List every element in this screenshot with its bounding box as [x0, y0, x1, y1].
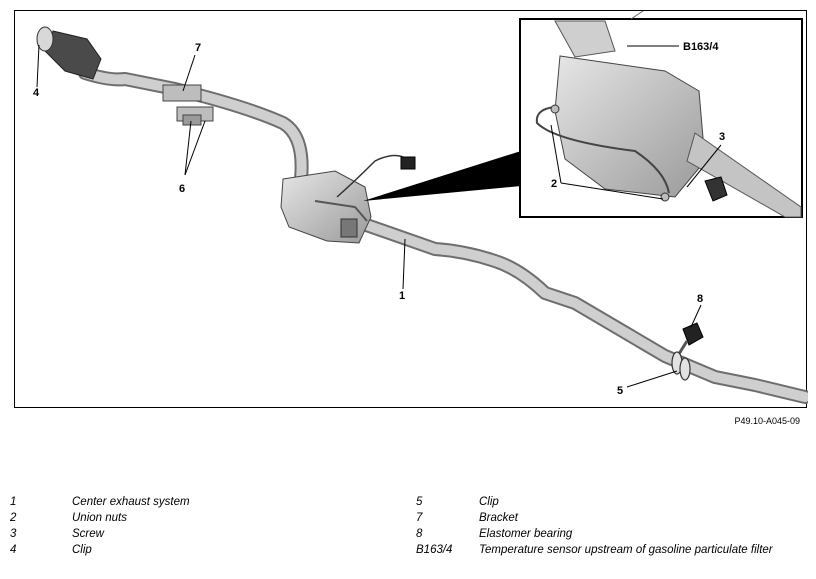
legend-number: 5 — [416, 496, 423, 508]
clip-5 — [671, 351, 691, 381]
leader-1 — [402, 238, 406, 290]
legend-item: 4 Clip — [10, 543, 390, 558]
legend-number: 1 — [10, 496, 17, 508]
legend-text: Bracket — [479, 512, 518, 524]
legend-item: 1 Center exhaust system — [10, 495, 390, 510]
callout-3: 3 — [719, 131, 725, 143]
legend-text: Clip — [479, 496, 499, 508]
leader-4 — [36, 44, 40, 88]
callout-2: 2 — [551, 178, 557, 190]
callout-5: 5 — [617, 385, 623, 397]
callout-7: 7 — [195, 42, 201, 54]
exhaust-pipe — [78, 66, 808, 404]
legend-text: Elastomer bearing — [479, 528, 573, 540]
legend-item: 2 Union nuts — [10, 511, 390, 526]
exhaust-diagram: 1 2 3 4 5 6 7 8 B163/4 — [14, 10, 808, 408]
callout-B163-4: B163/4 — [683, 41, 719, 53]
legend-number: 3 — [10, 528, 17, 540]
figure-reference: P49.10-A045-09 — [734, 416, 800, 426]
leader-2a — [550, 124, 562, 184]
callout-1: 1 — [399, 290, 405, 302]
legend-number: 2 — [10, 512, 17, 524]
front-converter — [36, 26, 102, 80]
legend-text: Clip — [72, 544, 92, 556]
bracket — [162, 84, 214, 126]
legend-number: 4 — [10, 544, 17, 556]
leader-7 — [182, 54, 196, 92]
leader-2b — [560, 182, 664, 200]
leader-8 — [690, 304, 702, 328]
detail-inset — [519, 11, 803, 218]
zoom-indicator — [363, 151, 521, 201]
center-muffler — [280, 170, 372, 244]
legend-text: Temperature sensor upstream of gasoline … — [479, 544, 773, 556]
legend-number: 7 — [416, 512, 423, 524]
legend-item: 5 Clip — [416, 495, 806, 510]
legend-item: 8 Elastomer bearing — [416, 527, 806, 542]
leader-5 — [626, 370, 678, 388]
callout-4: 4 — [33, 87, 40, 99]
callout-8: 8 — [697, 293, 703, 305]
leader-6a — [184, 120, 192, 176]
legend-item: 3 Screw — [10, 527, 390, 542]
legend-text: Center exhaust system — [72, 496, 190, 508]
legend-number: B163/4 — [416, 544, 453, 556]
legend-item: B163/4 Temperature sensor upstream of ga… — [416, 543, 806, 575]
sensor-cable — [336, 154, 416, 198]
leader-6b — [184, 120, 206, 176]
leader-lines — [36, 44, 722, 388]
callout-6: 6 — [179, 183, 185, 195]
legend-number: 8 — [416, 528, 423, 540]
legend-text: Screw — [72, 528, 104, 540]
elastomer-bearing — [675, 322, 704, 358]
legend-item: 7 Bracket — [416, 511, 806, 526]
legend-text: Union nuts — [72, 512, 127, 524]
diagram-canvas: 1 2 3 4 5 6 7 8 B163/4 — [33, 11, 808, 404]
leader-3 — [686, 144, 722, 188]
